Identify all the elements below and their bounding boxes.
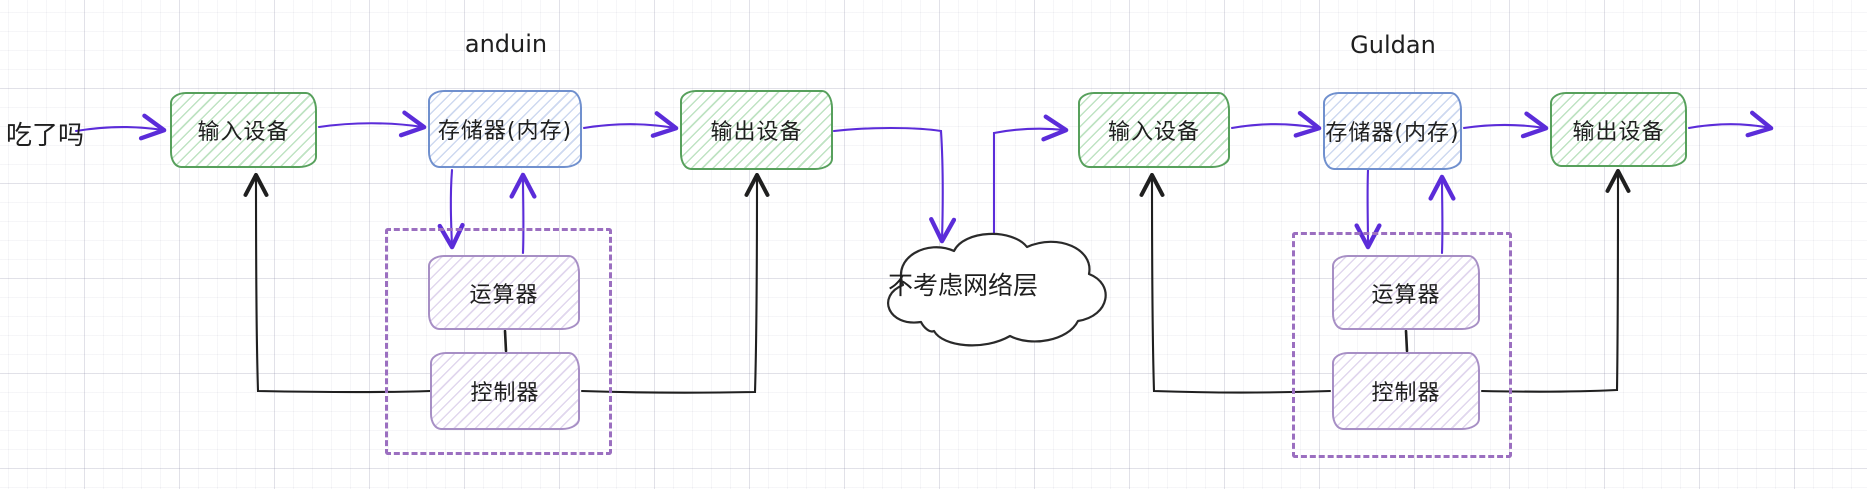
line-alu-to-controller-left[interactable] [503, 329, 508, 353]
arrow-cloud-to-input-right[interactable] [992, 114, 1069, 248]
input-device-label: 输入设备 [197, 120, 290, 145]
arrow-output-right-to-edge[interactable] [1687, 110, 1774, 138]
arrow-memory-to-output-right[interactable] [1462, 111, 1549, 139]
input-device-label: 输入设备 [1107, 120, 1200, 145]
controller-box-guldan[interactable]: 控制器 [1332, 352, 1480, 430]
arrow-input-to-memory-left[interactable] [317, 110, 427, 138]
memory-box-guldan[interactable]: 存储器(内存) [1323, 92, 1462, 170]
cpu-boundary-anduin[interactable] [385, 228, 612, 455]
system-title-guldan[interactable]: Guldan [1350, 31, 1436, 59]
alu-label: 运算器 [1371, 282, 1441, 308]
alu-label: 运算器 [469, 282, 539, 308]
output-device-label: 输出设备 [710, 120, 803, 145]
output-device-box-anduin[interactable]: 输出设备 [680, 90, 833, 170]
memory-box-anduin[interactable]: 存储器(内存) [428, 90, 582, 168]
controller-box-anduin[interactable]: 控制器 [430, 352, 580, 430]
arrow-output-left-to-cloud[interactable] [832, 126, 957, 244]
cpu-boundary-guldan[interactable] [1292, 232, 1512, 458]
line-alu-to-controller-right[interactable] [1404, 329, 1409, 353]
input-device-box-anduin[interactable]: 输入设备 [170, 92, 317, 168]
prompt-text[interactable]: 吃了吗 [6, 121, 85, 151]
arrow-controller-right-to-output-right[interactable] [1480, 168, 1631, 393]
arrow-memory-left-to-alu-left[interactable] [437, 168, 465, 250]
input-device-box-guldan[interactable]: 输入设备 [1078, 92, 1230, 168]
system-title-anduin[interactable]: anduin [464, 30, 548, 58]
controller-label: 控制器 [470, 381, 540, 406]
output-device-box-guldan[interactable]: 输出设备 [1550, 92, 1687, 167]
arrow-controller-right-to-input-right[interactable] [1139, 172, 1332, 394]
arrow-prompt-to-input-left[interactable] [74, 113, 167, 141]
arrow-controller-left-to-output-left[interactable] [580, 172, 770, 394]
memory-label: 存储器(内存) [1325, 121, 1460, 146]
controller-label: 控制器 [1371, 381, 1441, 406]
cloud-label[interactable]: 不考虑网络层 [887, 271, 1038, 300]
network-cloud[interactable] [887, 232, 1107, 347]
arrow-memory-to-output-left[interactable] [582, 111, 679, 138]
output-device-label: 输出设备 [1572, 119, 1665, 145]
alu-box-guldan[interactable]: 运算器 [1332, 255, 1480, 330]
arrow-input-to-memory-right[interactable] [1230, 110, 1322, 138]
alu-box-anduin[interactable]: 运算器 [428, 255, 580, 330]
memory-label: 存储器(内存) [437, 119, 573, 144]
arrow-controller-left-to-input-left[interactable] [243, 172, 432, 394]
